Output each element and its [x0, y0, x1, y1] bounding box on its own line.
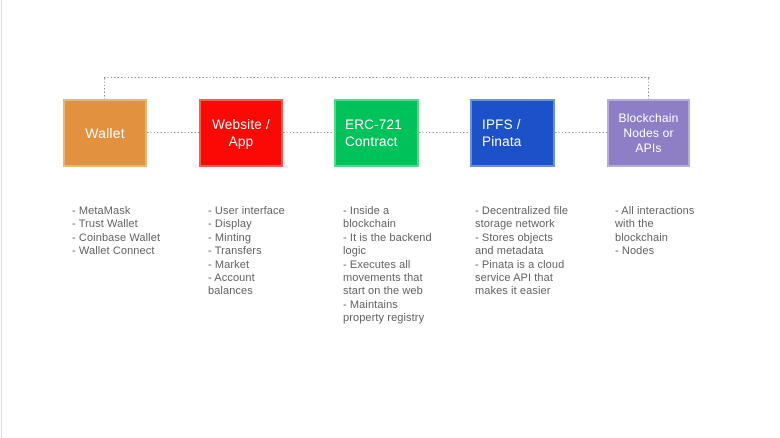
connector-nodes-vertical-stub: [648, 78, 650, 99]
node-contract-label: ERC-721 Contract: [345, 117, 402, 149]
node-blockchain-nodes: Blockchain Nodes or APIs: [607, 99, 690, 167]
notes-erc721-contract: - Inside a blockchain - It is the backen…: [343, 205, 432, 325]
connector-wallet-vertical-stub: [104, 78, 106, 99]
node-wallet-label: Wallet: [85, 124, 125, 141]
connector-ipfs-nodes: [555, 132, 607, 134]
node-erc721-contract: ERC-721 Contract: [334, 99, 419, 167]
node-website-app: Website / App: [199, 99, 283, 167]
node-ipfs-label: IPFS / Pinata: [482, 117, 522, 149]
connector-website-contract: [283, 132, 334, 134]
canvas-left-edge-line: [1, 0, 2, 438]
connector-contract-ipfs: [419, 132, 470, 134]
node-website-label: Website / App: [212, 117, 270, 149]
connector-wallet-website: [147, 132, 199, 134]
node-ipfs-pinata: IPFS / Pinata: [470, 99, 555, 167]
connector-top-horizontal: [104, 77, 650, 79]
notes-blockchain-nodes: - All interactions with the blockchain -…: [615, 205, 695, 258]
notes-wallet: - MetaMask - Trust Wallet - Coinbase Wal…: [72, 205, 161, 258]
notes-ipfs-pinata: - Decentralized file storage network - S…: [475, 205, 569, 298]
notes-website-app: - User interface - Display - Minting - T…: [208, 205, 285, 298]
node-wallet: Wallet: [63, 99, 147, 167]
node-nodes-label: Blockchain Nodes or APIs: [618, 110, 679, 155]
